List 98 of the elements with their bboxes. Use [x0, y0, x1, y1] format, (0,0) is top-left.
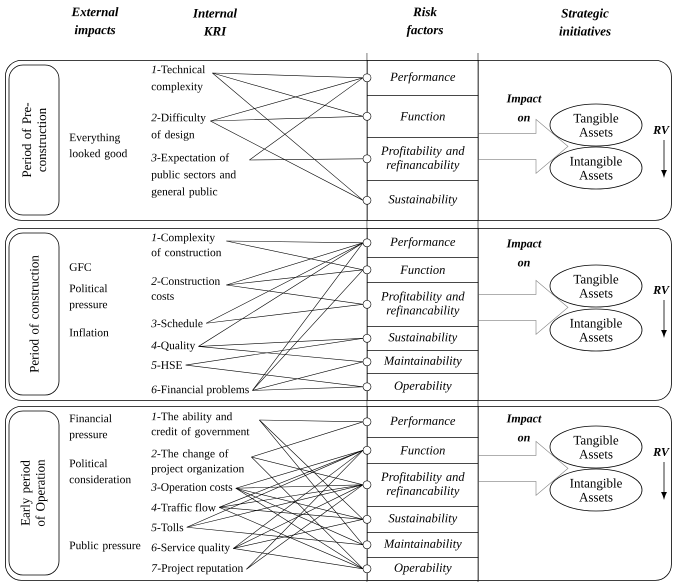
connector-line [198, 346, 364, 362]
connector-line [232, 450, 364, 549]
external-impact: Everything looked good [69, 133, 128, 160]
connector-line [259, 420, 364, 422]
risk-factor-box: Profitability and refinancability [362, 282, 479, 327]
impact-label: Impact on [506, 414, 542, 442]
column-heading: Internal KRI [192, 8, 238, 36]
connector-line [232, 548, 364, 570]
connector-line [252, 386, 364, 391]
rv-label: RV [653, 286, 670, 294]
panel-frame [5, 60, 672, 221]
panel-frame [5, 406, 672, 581]
kri-text: 3-Expectation of public sectors and general public [151, 153, 236, 198]
external-impact: Financial pressure [69, 414, 112, 441]
kri-text: 4-Traffic flow [151, 503, 216, 512]
kri-text: 6-Financial problems [152, 385, 249, 396]
kri-text: 2-Construction costs [151, 277, 220, 300]
connector-line [212, 72, 364, 78]
connector-line [251, 456, 364, 486]
connector-line [185, 338, 364, 366]
risk-factor-box: Sustainability [362, 326, 479, 351]
rv-label: RV [653, 448, 670, 456]
connector-line [206, 242, 364, 324]
connector-line [186, 450, 364, 528]
risk-factor-box: Sustainability [362, 180, 479, 221]
kri-text: 1-Technical complexity [152, 65, 206, 93]
block-arrow [478, 440, 568, 496]
impact-label: Impact on [506, 94, 542, 122]
impact-label: Impact on [506, 240, 542, 266]
connector-line [218, 484, 364, 508]
connector-line [259, 420, 364, 520]
risk-factor-box: Function [362, 95, 479, 138]
kri-text: 1-The ability and credit of government [152, 412, 250, 438]
kri-text: 2-The change of project organization [151, 449, 244, 475]
kri-text: 4-Quality [151, 341, 196, 352]
connector-line [210, 116, 364, 122]
connector-line [226, 240, 364, 244]
connector-line [226, 240, 364, 270]
kri-text: 2-Difficulty of design [151, 113, 206, 141]
risk-factor-box: Operability [362, 557, 479, 581]
kri-text: 1-Complexity of construction [152, 233, 222, 256]
risk-factor-box: Maintainability [362, 350, 479, 374]
period-box: Early period of Operation [8, 410, 60, 576]
rv-label: RV [653, 126, 670, 134]
kri-text: 7-Project reputation [152, 564, 244, 574]
block-arrow [478, 280, 568, 336]
external-impact: Political pressure [69, 284, 108, 311]
connector-line [185, 364, 364, 388]
connector-line [259, 420, 364, 546]
risk-factor-box: Function [362, 257, 479, 283]
connector-line [218, 450, 364, 508]
risk-factor-box: Performance [362, 406, 479, 438]
connector-line [252, 242, 364, 391]
risk-factor-box: Function [362, 437, 479, 464]
risk-factor-box: Maintainability [362, 532, 479, 558]
connector-line [251, 422, 364, 458]
risk-factor-box: Operability [362, 373, 479, 401]
connector-line [252, 362, 364, 391]
risk-factor-box: Profitability and refinancability [362, 137, 479, 181]
kri-text: 3-Operation costs [151, 483, 232, 494]
connector-line [206, 304, 364, 324]
risk-factor-box: Performance [362, 60, 479, 96]
connector-line [252, 270, 364, 391]
connector-line [186, 484, 364, 528]
kri-text: 3-Schedule [151, 319, 203, 328]
kri-text: 6-Service quality [152, 543, 230, 554]
connector-line [218, 507, 364, 570]
connector-line [212, 72, 364, 201]
risk-factor-box: Sustainability [362, 506, 479, 533]
column-heading: External impacts [71, 7, 118, 37]
kri-text: 5-HSE [151, 361, 182, 369]
external-impact: GFC [70, 263, 91, 271]
panel-frame [5, 228, 672, 401]
connector-line [236, 450, 364, 489]
kri-text: 5-Tolls [151, 523, 184, 532]
connector-line [226, 242, 364, 286]
connector-line [210, 120, 364, 201]
block-arrow [478, 118, 568, 174]
connector-line [226, 284, 364, 305]
connector-line [186, 526, 364, 546]
connector-line [198, 242, 364, 347]
column-heading: Risk factors [406, 7, 444, 37]
risk-factor-box: Profitability and refinancability [362, 463, 479, 507]
connector-line [236, 484, 364, 489]
external-impact: Public pressure [70, 541, 140, 552]
connector-line [226, 270, 364, 286]
connector-line [249, 158, 364, 160]
column-heading: Strategic initiatives [559, 8, 611, 36]
connector-line [249, 78, 364, 160]
period-box: Period of Pre-construction [8, 64, 60, 216]
connector-line [218, 507, 364, 520]
period-box: Period of construction [8, 232, 60, 396]
connector-line [236, 488, 364, 520]
external-impact: Political consideration [70, 459, 131, 484]
connector-line [232, 519, 364, 549]
connector-line [198, 338, 364, 347]
risk-factor-box: Performance [362, 228, 479, 258]
external-impact: Inflation [70, 328, 109, 336]
